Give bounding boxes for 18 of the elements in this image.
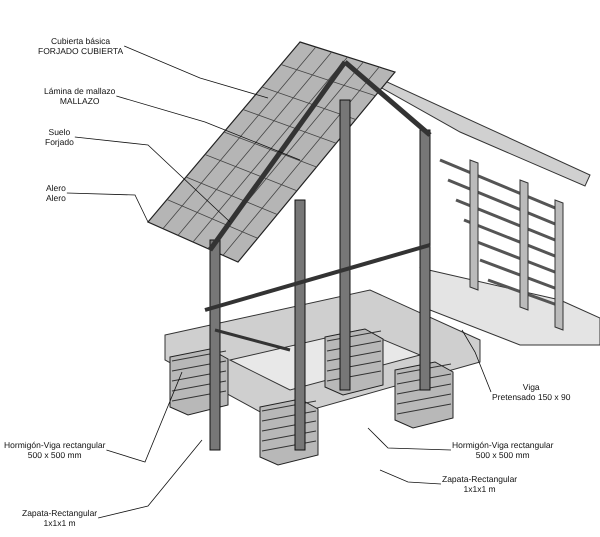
callout-label: Lámina de mallazo MALLAZO: [44, 86, 116, 106]
leader-line: [98, 440, 202, 518]
leader-line: [74, 136, 230, 222]
leader-line: [66, 192, 148, 222]
callout-label: Zapata-Rectangular 1x1x1 m: [22, 508, 98, 528]
callout-label: Viga Pretensado 150 x 90: [492, 382, 570, 402]
callout-label: Zapata-Rectangular 1x1x1 m: [442, 474, 518, 494]
callout-label: Suelo Forjado: [45, 127, 74, 147]
callout-label: Alero Alero: [46, 183, 66, 203]
callout-label: Cubierta básica FORJADO CUBIERTA: [38, 36, 124, 56]
callout-label: Hormigón-Viga rectangular 500 x 500 mm: [452, 440, 554, 460]
leader-line: [462, 330, 492, 392]
leader-line: [368, 428, 452, 450]
leader-line: [106, 372, 182, 462]
leader-line: [116, 96, 300, 160]
callout-label: Hormigón-Viga rectangular 500 x 500 mm: [4, 440, 106, 460]
leader-line: [380, 470, 442, 484]
leader-line: [124, 46, 268, 98]
